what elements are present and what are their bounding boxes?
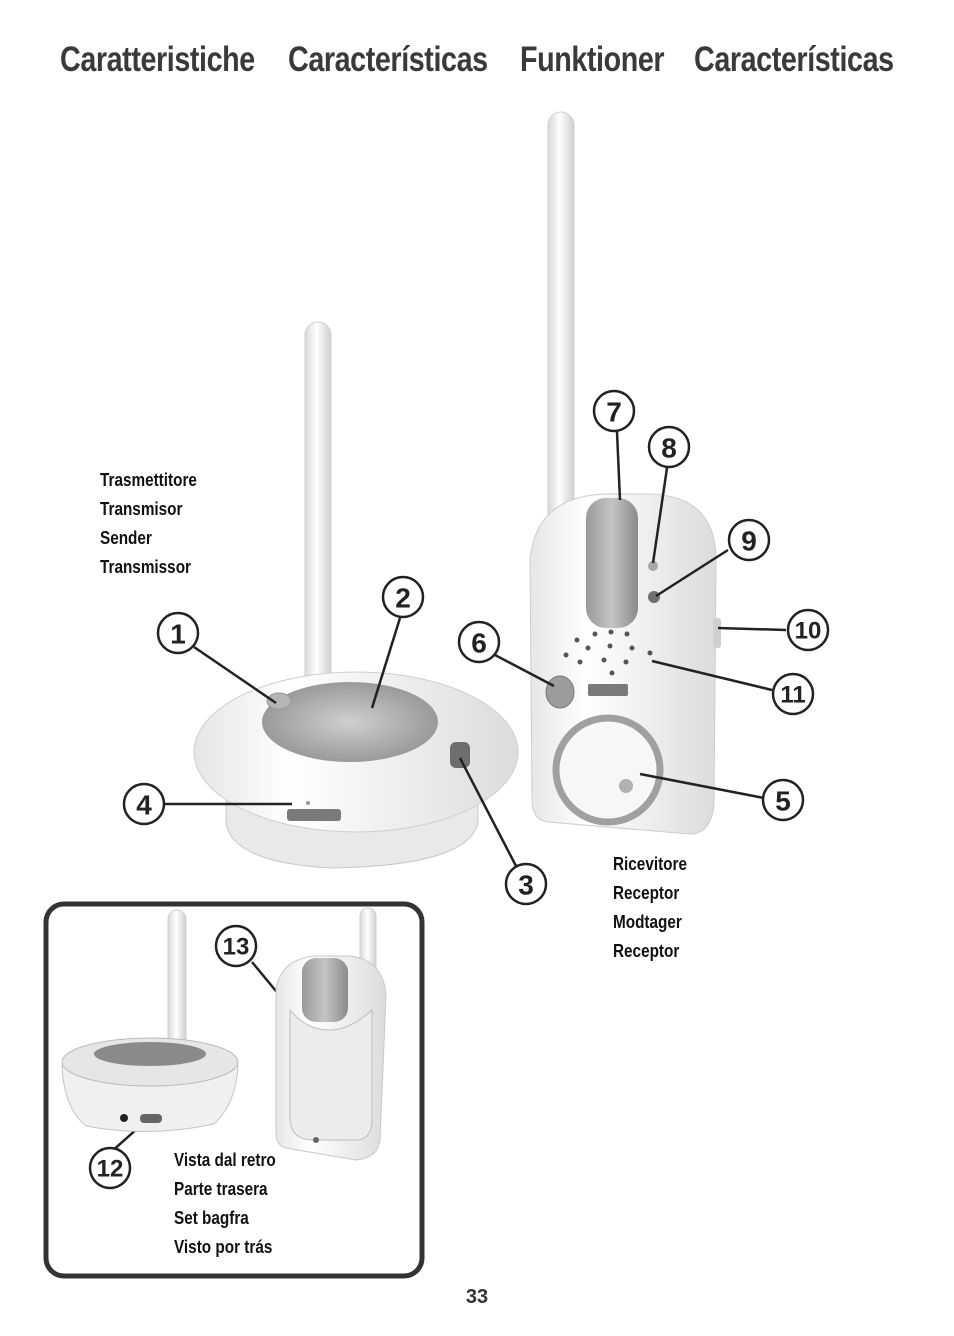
transmitter-label-es: Transmisor	[100, 499, 183, 519]
callout-number-3: 3	[518, 870, 534, 901]
callout-circle-11	[771, 672, 815, 716]
callout-lines	[110, 431, 787, 1153]
receiver-logo	[588, 684, 628, 696]
back-view-inset	[43, 901, 425, 1279]
callout-circle-10	[786, 608, 830, 652]
receiver-dial-dot	[619, 779, 633, 793]
back-view-frame	[43, 901, 425, 1279]
page-titles: Caratteristiche Características Funktion…	[0, 40, 954, 84]
transmitter-nightlight-dome	[262, 682, 438, 762]
callout-number-8: 8	[661, 433, 677, 464]
callout-number-13: 13	[223, 934, 250, 961]
receiver-unit	[529, 111, 721, 835]
callout-circle-9	[727, 518, 771, 562]
transmitter-label-pt: Transmissor	[100, 557, 192, 577]
back-receiver-belt-clip-top	[302, 958, 348, 1022]
receiver-label-it: Ricevitore	[613, 854, 687, 874]
transmitter-label-block: Trasmettitore Transmisor Sender Transmis…	[100, 466, 214, 582]
callout-number-2: 2	[395, 583, 411, 614]
back-power-jack	[120, 1114, 128, 1122]
callout-number-1: 1	[170, 619, 186, 650]
title-portuguese: Características	[694, 40, 894, 79]
callout-number-12: 12	[97, 1156, 124, 1183]
receiver-label-pt: Receptor	[613, 941, 680, 961]
receiver-sound-lights	[586, 498, 638, 628]
callout-circle-4	[122, 782, 166, 826]
transmitter-indicator-light	[306, 801, 310, 805]
back-receiver-belt-clip	[289, 1008, 373, 1141]
receiver-volume-side	[713, 618, 721, 648]
back-view-label-it: Vista dal retro	[174, 1150, 276, 1170]
receiver-label-block: Ricevitore Receptor Modtager Receptor	[613, 850, 700, 966]
receiver-link-light	[648, 591, 660, 603]
transmitter-label-it: Trasmettitore	[100, 470, 197, 490]
back-view-label-block: Vista dal retro Parte trasera Set bagfra…	[174, 1146, 294, 1262]
callout-numbers: 1 2 3 4 5 6 7 8 9 10 11 12 13	[97, 397, 822, 1183]
back-view-label-es: Parte trasera	[174, 1179, 268, 1199]
transmitter-logo	[287, 809, 341, 821]
callout-number-7: 7	[606, 397, 622, 428]
callout-circle-7	[592, 389, 636, 433]
callout-number-5: 5	[775, 786, 791, 817]
callout-circles	[88, 389, 830, 1190]
transmitter-unit	[193, 321, 519, 869]
back-view-label-da: Set bagfra	[174, 1208, 249, 1228]
back-view-label-pt: Visto por trás	[174, 1237, 273, 1257]
back-channel-switch	[140, 1114, 162, 1123]
receiver-power-button	[545, 675, 575, 709]
callout-circle-2	[381, 575, 425, 619]
receiver-antenna	[547, 111, 575, 533]
back-transmitter-dome	[94, 1042, 206, 1066]
receiver-volume-dial	[552, 714, 664, 826]
callout-circle-3	[504, 862, 548, 906]
title-danish: Funktioner	[520, 40, 665, 79]
page-number: 33	[465, 1286, 489, 1308]
callout-number-11: 11	[780, 682, 805, 709]
callout-circle-6	[457, 620, 501, 664]
callout-circle-12	[88, 1146, 132, 1190]
callout-circle-8	[647, 425, 691, 469]
callout-number-9: 9	[741, 526, 757, 557]
callout-number-10: 10	[795, 618, 822, 645]
callout-circle-1	[156, 611, 200, 655]
transmitter-antenna	[304, 321, 332, 733]
receiver-speaker-grille	[563, 629, 653, 676]
transmitter-label-da: Sender	[100, 528, 152, 548]
callout-number-4: 4	[136, 790, 152, 821]
callout-circle-5	[761, 778, 805, 822]
callout-number-6: 6	[471, 628, 487, 659]
back-transmitter-antenna	[167, 909, 187, 1061]
receiver-power-light	[648, 561, 658, 571]
title-italian: Caratteristiche	[60, 40, 255, 79]
callout-circle-13	[214, 924, 258, 968]
title-spanish: Características	[288, 40, 488, 79]
transmitter-switch	[450, 742, 470, 768]
receiver-label-es: Receptor	[613, 883, 680, 903]
transmitter-power-button	[266, 692, 292, 710]
receiver-label-da: Modtager	[613, 912, 682, 932]
back-receiver-screw	[313, 1137, 319, 1143]
